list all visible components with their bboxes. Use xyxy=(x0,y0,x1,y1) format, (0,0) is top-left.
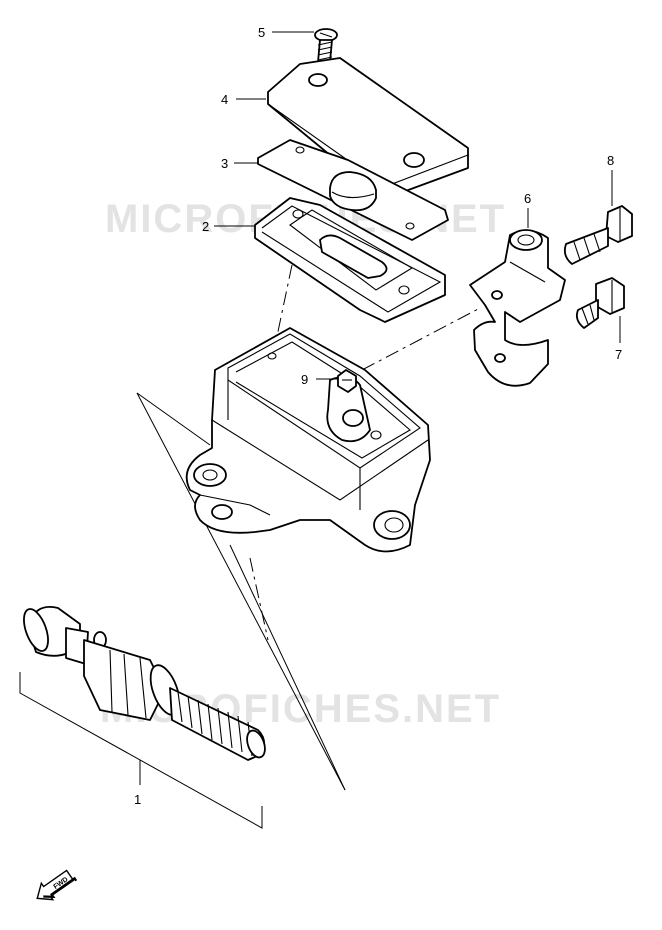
master-cylinder-body xyxy=(185,327,431,553)
part-9-fitting xyxy=(337,369,357,393)
assembly-leaders xyxy=(136,392,346,791)
callout-7: 7 xyxy=(615,347,622,362)
callout-6: 6 xyxy=(524,191,531,206)
part-3-plate xyxy=(257,139,449,241)
part-1-piston-set xyxy=(23,606,266,761)
callouts: 1 2 3 4 5 6 7 8 9 xyxy=(134,25,622,807)
callout-3: 3 xyxy=(221,156,228,171)
callout-9: 9 xyxy=(301,372,308,387)
callout-1: 1 xyxy=(134,792,141,807)
callout-4: 4 xyxy=(221,92,228,107)
callout-leaders xyxy=(214,31,621,380)
callout-2: 2 xyxy=(202,219,209,234)
callout-8: 8 xyxy=(607,153,614,168)
part-1-bracket xyxy=(19,672,263,829)
part-2-diaphragm xyxy=(254,197,446,323)
center-lines xyxy=(249,264,481,641)
part-6-clamp xyxy=(469,229,566,387)
callout-5: 5 xyxy=(258,25,265,40)
part-8-bolt xyxy=(563,205,633,265)
fwd-arrow-icon: FWD xyxy=(36,869,78,901)
part-7-bolt xyxy=(575,277,625,329)
